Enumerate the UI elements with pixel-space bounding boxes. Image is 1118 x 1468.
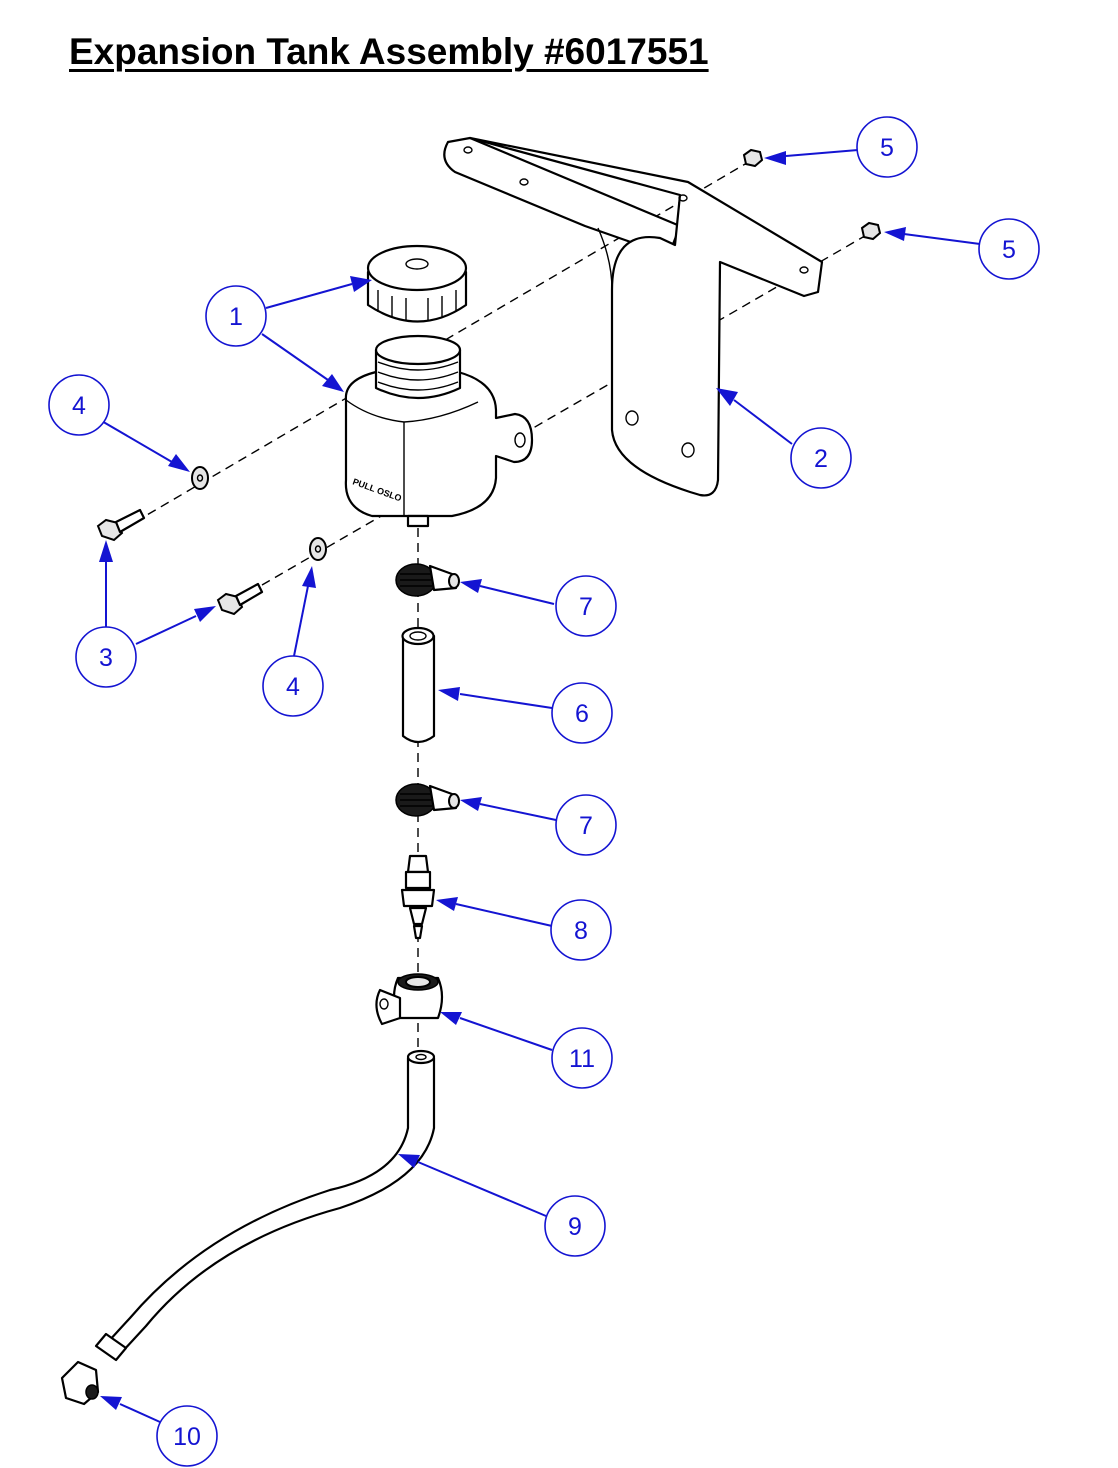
callout-label-9: 9 [568, 1213, 582, 1241]
bolt-upper [96, 508, 146, 542]
callout-balloon-7-upper: 7 [555, 575, 617, 637]
callout-label-5-lower: 5 [1002, 236, 1016, 264]
callout-balloon-1: 1 [205, 285, 267, 347]
callout-label-11: 11 [569, 1045, 595, 1073]
tank-body: PULL OSLO [344, 334, 534, 528]
callout-label-1: 1 [229, 303, 243, 331]
callout-balloon-4-upper: 4 [48, 374, 110, 436]
page-title: Expansion Tank Assembly #6017551 [69, 31, 709, 72]
callout-balloons: 1 2 3 4 4 5 5 6 [48, 116, 1040, 1467]
callout-label-7-upper: 7 [579, 593, 593, 621]
callout-balloon-9: 9 [544, 1195, 606, 1257]
callout-leaders [99, 149, 981, 1423]
hose-barb-fitting [400, 854, 436, 940]
callout-balloon-6: 6 [551, 682, 613, 744]
callout-balloon-10: 10 [156, 1405, 218, 1467]
callout-label-2: 2 [814, 445, 828, 473]
callout-balloon-4-lower: 4 [262, 655, 324, 717]
p-clamp [375, 973, 444, 1026]
callout-label-3: 3 [99, 644, 113, 672]
callout-label-5-upper: 5 [880, 134, 894, 162]
nut-lower [860, 221, 882, 241]
callout-balloon-5-lower: 5 [978, 218, 1040, 280]
callout-balloon-7-lower: 7 [555, 794, 617, 856]
washer-lower [309, 537, 327, 561]
mounting-bracket [443, 136, 824, 497]
callout-balloon-11: 11 [551, 1027, 613, 1089]
callout-label-7-lower: 7 [579, 812, 593, 840]
nut-upper [742, 148, 764, 168]
assembly-axes [134, 159, 871, 1145]
washer-upper [191, 466, 209, 490]
callout-balloon-3: 3 [75, 626, 137, 688]
bolt-lower [216, 582, 264, 616]
callout-balloon-5-upper: 5 [856, 116, 918, 178]
callout-label-4-lower: 4 [286, 673, 300, 701]
tank-cap [366, 244, 468, 323]
callout-label-8: 8 [574, 917, 588, 945]
hose-short [401, 626, 436, 744]
hose-clamp-upper [395, 563, 460, 597]
callout-label-4-upper: 4 [72, 392, 86, 420]
callout-balloon-2: 2 [790, 427, 852, 489]
elbow-fitting [60, 1360, 100, 1406]
callout-balloon-8: 8 [550, 899, 612, 961]
callout-label-10: 10 [173, 1423, 201, 1451]
hose-clamp-lower [395, 783, 460, 817]
callout-label-6: 6 [575, 700, 589, 728]
hose-long [94, 1049, 436, 1362]
